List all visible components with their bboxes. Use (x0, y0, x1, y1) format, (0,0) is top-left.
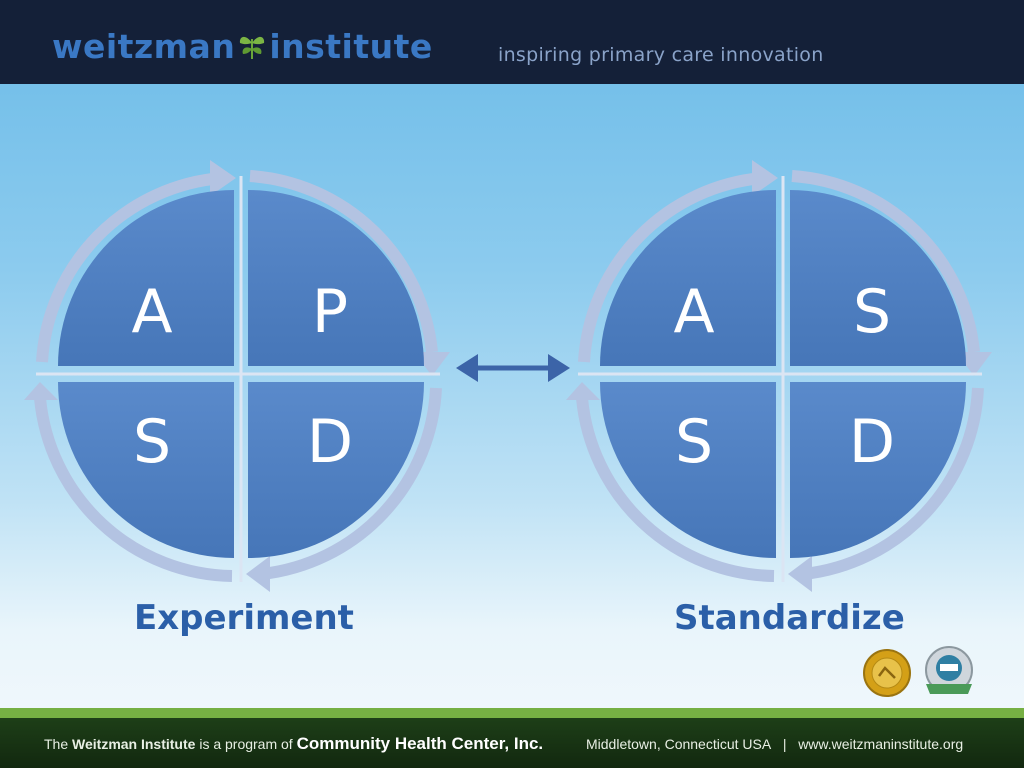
ring-arc-top-left (578, 172, 763, 363)
quadrant-label: S (675, 407, 713, 477)
ncqa-seal-icon (925, 646, 973, 694)
footer-prefix: The (44, 736, 73, 752)
quadrant-label: A (131, 277, 172, 347)
quadrant-label: D (849, 407, 895, 477)
quadrant-top-left (600, 190, 776, 366)
header-bar: weitzman institute inspiring primary car… (0, 0, 1024, 84)
quadrant-bottom-right (248, 382, 424, 558)
arrowhead-icon (24, 382, 58, 400)
quadrant-top-right (790, 190, 966, 366)
parent-org-logo: Community Health Center, Inc. (296, 734, 544, 753)
arrowhead-icon (788, 556, 812, 592)
quadrant-label: S (133, 407, 171, 477)
footer: The Weitzman Institute is a program of C… (0, 708, 1024, 768)
ring-arc-top-right (249, 170, 438, 353)
arrowhead-icon (752, 160, 778, 196)
arrowhead-icon (246, 556, 270, 592)
ring-arc-bottom-right (261, 387, 442, 580)
footer-website-link[interactable]: www.weitzmaninstitute.org (798, 736, 964, 752)
brand-name-right: institute (269, 26, 433, 66)
right-cycle: A S S D (566, 160, 992, 592)
arrowhead-icon (210, 160, 236, 196)
quadrant-label: D (307, 407, 353, 477)
ring-arc-bottom-left (34, 397, 233, 582)
leaf-logo-icon (240, 36, 265, 59)
quadrant-label: P (312, 277, 348, 347)
quadrant-label: S (853, 277, 891, 347)
joint-commission-seal-icon (863, 649, 911, 697)
quadrant-bottom-right (790, 382, 966, 558)
left-cycle: A P S D (24, 160, 450, 592)
footer-middle-text: is a program of (195, 736, 297, 752)
arrowhead-icon (566, 382, 600, 400)
ring-arc-top-right (791, 170, 980, 353)
ring-arc-bottom-left (576, 397, 775, 582)
quadrant-bottom-left (600, 382, 776, 558)
quadrant-top-left (58, 190, 234, 366)
footer-org-name: Weitzman Institute (72, 736, 196, 752)
quadrant-label: A (673, 277, 714, 347)
footer-location: Middletown, Connecticut USA (586, 736, 772, 752)
brand-logo: weitzman institute (52, 26, 433, 66)
quadrant-bottom-left (58, 382, 234, 558)
ring-arc-top-left (36, 172, 223, 363)
footer-separator: | (782, 736, 787, 752)
footer-contact: Middletown, Connecticut USA | www.weitzm… (586, 736, 963, 752)
right-caption: Standardize (674, 598, 905, 638)
footer-accent-bar (0, 708, 1024, 718)
ring-arc-bottom-right (803, 387, 984, 580)
tagline: inspiring primary care innovation (498, 44, 824, 66)
left-caption: Experiment (134, 598, 354, 638)
double-arrow-icon (456, 354, 570, 382)
quadrant-top-right (248, 190, 424, 366)
footer-program-text: The Weitzman Institute is a program of C… (44, 734, 543, 754)
brand-name-left: weitzman (52, 26, 236, 66)
